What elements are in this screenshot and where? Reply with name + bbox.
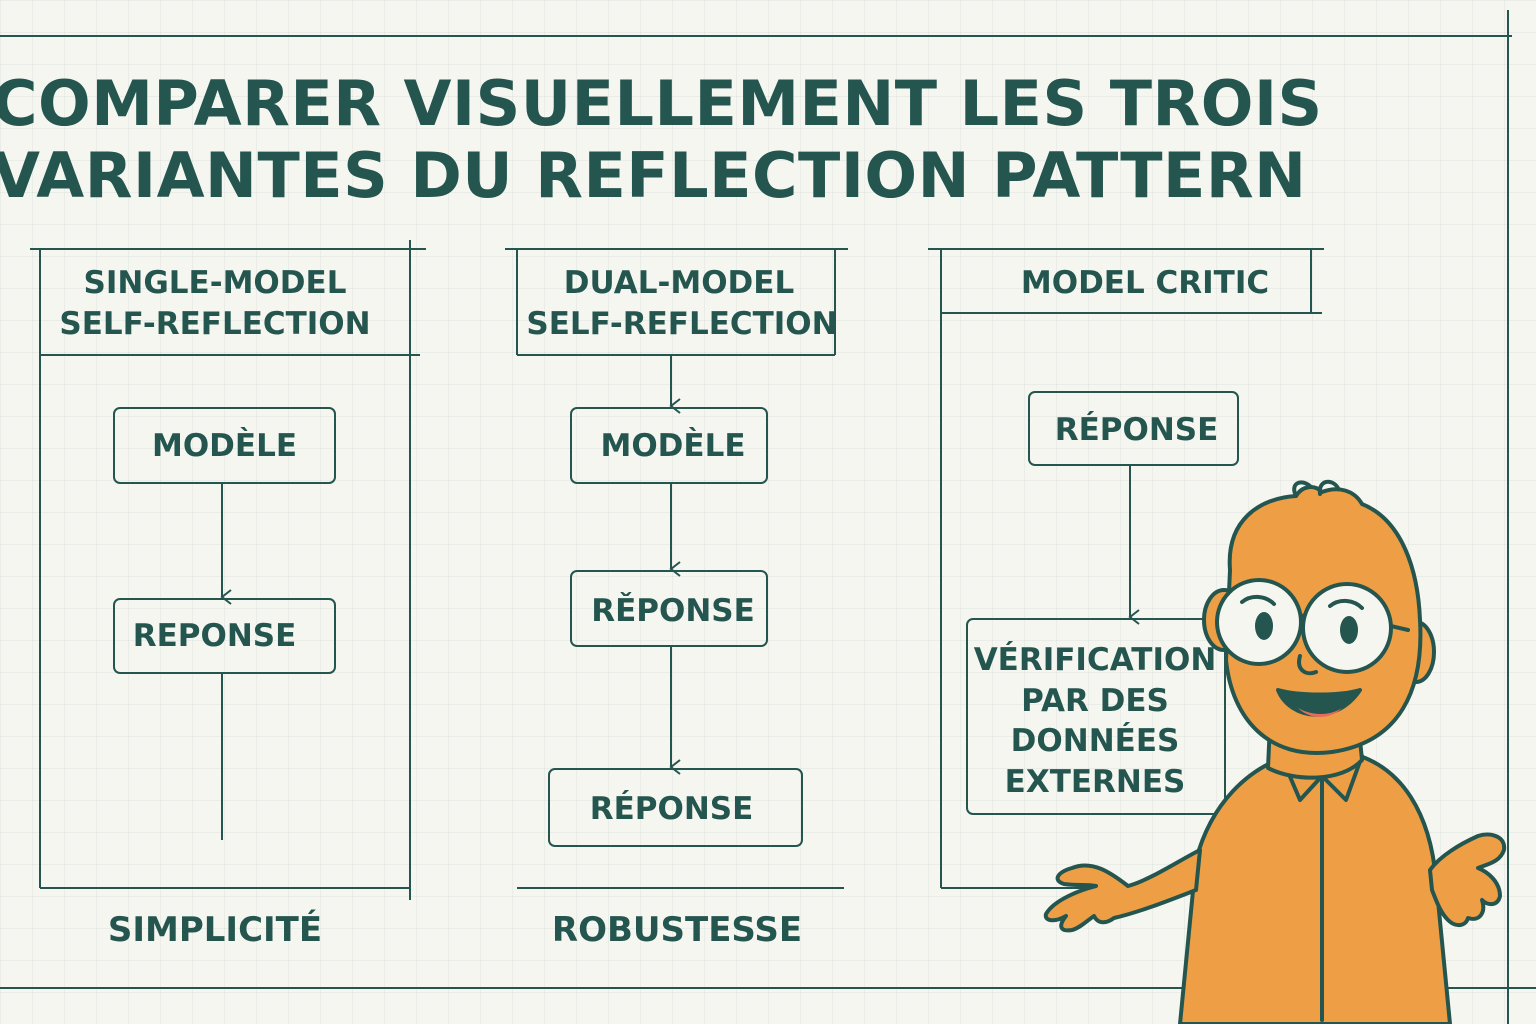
verification-line-4: EXTERNES [1004,763,1186,800]
title-line-1: COMPARER VISUELLEMENT LES TROIS [0,67,1323,140]
column-2-header: DUAL-MODEL SELF-REFLECTION [517,263,847,345]
verification-line-1: VÉRIFICATION [973,642,1217,678]
column-2-header-line-2: SELF-REFLECTION [526,306,838,342]
verification-line-2: PAR DES [1021,682,1169,719]
column-2-box-2-label: RĚPONSE [591,593,755,629]
column-2-frame [505,248,848,889]
column-2-box-3 [548,768,803,847]
column-1-frame [30,240,426,900]
column-3-verification-label: VÉRIFICATION PAR DES DONNÉES EXTERNES [970,640,1220,802]
title-line-2: VARIANTES DU REFLECTION PATTERN [0,139,1307,212]
column-1-box-2 [113,598,336,674]
column-2-box-3-label: RÉPONSE [589,791,754,827]
column-2-footer: ROBUSTESSE [551,910,803,950]
column-2-box-1-label: MODÈLE [600,428,746,464]
column-1-box-2-label: REPONSE [132,618,297,654]
column-1-header: SINGLE-MODEL SELF-REFLECTION [40,263,390,345]
column-3-box-2 [966,618,1226,815]
column-2-box-2 [570,570,768,647]
column-2-box-1 [570,407,768,484]
verification-line-3: DONNÉES [1010,723,1180,759]
column-3-box-1 [1028,391,1239,466]
column-3-box-1-label: RÉPONSE [1054,412,1219,448]
column-3-frame [928,248,1324,889]
page-title: COMPARER VISUELLEMENT LES TROIS VARIANTE… [0,68,1323,212]
column-1-header-line-1: SINGLE-MODEL [83,265,347,301]
column-1-header-line-2: SELF-REFLECTION [59,306,371,342]
column-2-header-line-1: DUAL-MODEL [563,265,795,301]
column-1-footer: SIMPLICITÉ [107,910,323,950]
column-1-box-1 [113,407,336,484]
column-3-header: MODEL CRITIC [1020,265,1270,301]
column-1-box-1-label: MODÈLE [151,428,298,464]
